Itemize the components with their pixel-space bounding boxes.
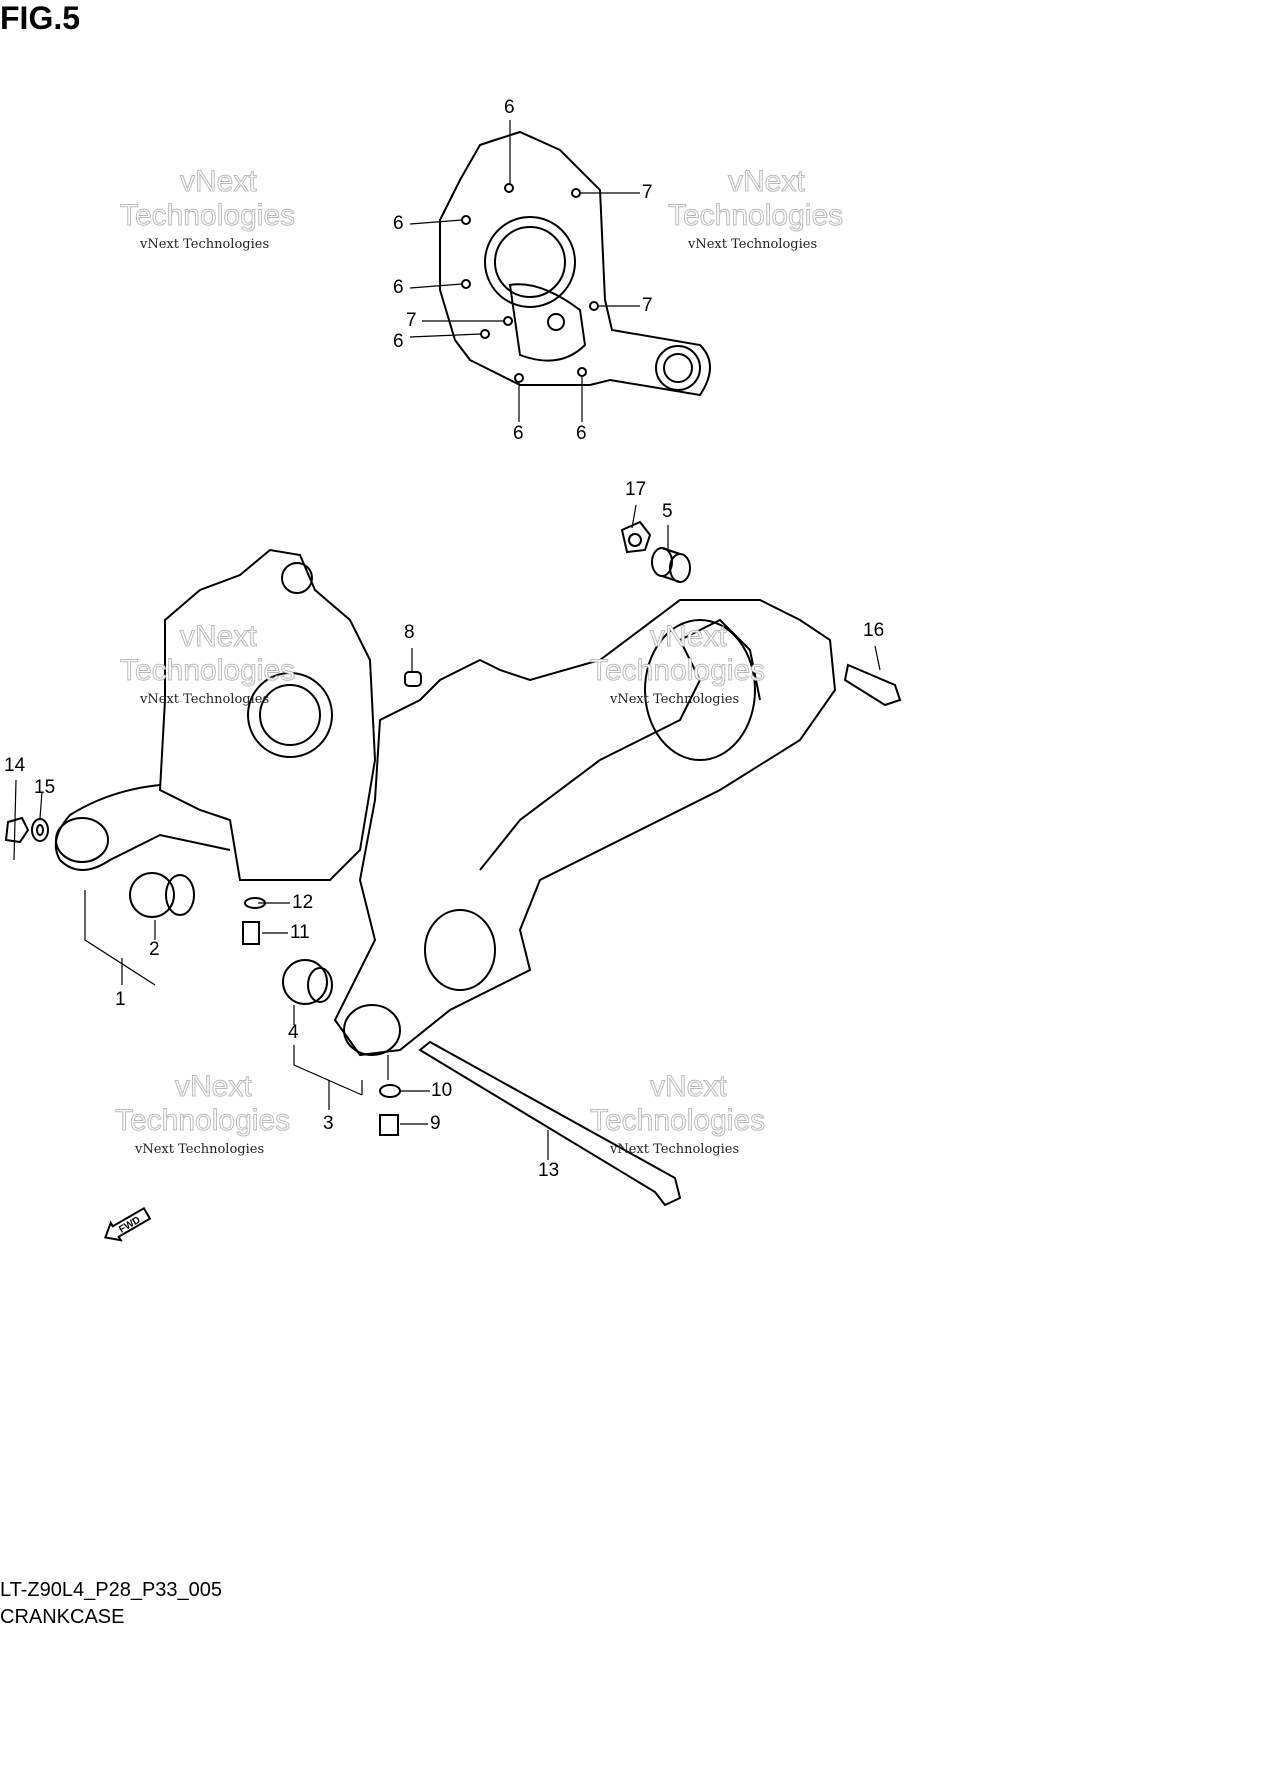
crankcase-right-part bbox=[282, 599, 837, 1057]
callout-5: 5 bbox=[662, 501, 673, 522]
callout-2: 2 bbox=[149, 939, 160, 960]
watermark-line2: Technologies bbox=[115, 1104, 291, 1138]
diagram-code: LT-Z90L4_P28_P33_005 bbox=[0, 1579, 223, 1601]
watermark-small: vNext Technologies bbox=[140, 237, 270, 252]
watermark-small: vNext Technologies bbox=[610, 1142, 740, 1157]
crankcase-cover-part bbox=[439, 130, 711, 397]
watermark-line1: vNext bbox=[650, 620, 728, 654]
watermark-line1: vNext bbox=[180, 165, 258, 199]
callout-11: 11 bbox=[290, 922, 310, 943]
callout-7: 7 bbox=[642, 295, 653, 316]
watermark-line2: Technologies bbox=[120, 199, 296, 233]
callout-6: 6 bbox=[393, 331, 404, 352]
watermark-line2: Technologies bbox=[590, 1104, 766, 1138]
watermark-small: vNext Technologies bbox=[688, 237, 818, 252]
watermark-line1: vNext bbox=[650, 1070, 728, 1104]
callout-6: 6 bbox=[576, 423, 587, 444]
callout-16: 16 bbox=[863, 620, 885, 641]
callout-15: 15 bbox=[34, 777, 56, 798]
callout-9: 9 bbox=[430, 1113, 441, 1134]
watermark-line2: Technologies bbox=[120, 654, 296, 688]
watermark-line1: vNext bbox=[175, 1070, 253, 1104]
callout-14: 14 bbox=[4, 755, 26, 776]
watermark-line2: Technologies bbox=[590, 654, 766, 688]
watermark-small: vNext Technologies bbox=[140, 692, 270, 707]
callout-6: 6 bbox=[504, 97, 515, 118]
callout-7: 7 bbox=[406, 310, 417, 331]
callout-6: 6 bbox=[393, 213, 404, 234]
callout-3: 3 bbox=[323, 1113, 334, 1134]
callout-6: 6 bbox=[393, 277, 404, 298]
callout-17: 17 bbox=[625, 479, 647, 500]
watermark-small: vNext Technologies bbox=[610, 692, 740, 707]
watermark-line1: vNext bbox=[728, 165, 806, 199]
watermark-line1: vNext bbox=[180, 620, 258, 654]
callout-10: 10 bbox=[431, 1080, 453, 1101]
diagram-name: CRANKCASE bbox=[0, 1606, 125, 1628]
watermark-small: vNext Technologies bbox=[135, 1142, 265, 1157]
callout-8: 8 bbox=[404, 622, 415, 643]
callout-7: 7 bbox=[642, 182, 653, 203]
leader-lines bbox=[13, 120, 881, 1160]
fwd-label: FWD bbox=[117, 1215, 142, 1236]
forward-arrow-icon: FWD bbox=[100, 1205, 155, 1245]
small-parts bbox=[4, 520, 902, 1207]
callout-13: 13 bbox=[538, 1160, 560, 1181]
callout-4: 4 bbox=[288, 1022, 299, 1043]
callout-6: 6 bbox=[513, 423, 524, 444]
callout-1: 1 bbox=[115, 989, 126, 1010]
figure-title: FIG.5 bbox=[0, 0, 81, 36]
callout-12: 12 bbox=[292, 892, 314, 913]
watermark-line2: Technologies bbox=[668, 199, 844, 233]
crankcase-left-part bbox=[54, 548, 377, 918]
